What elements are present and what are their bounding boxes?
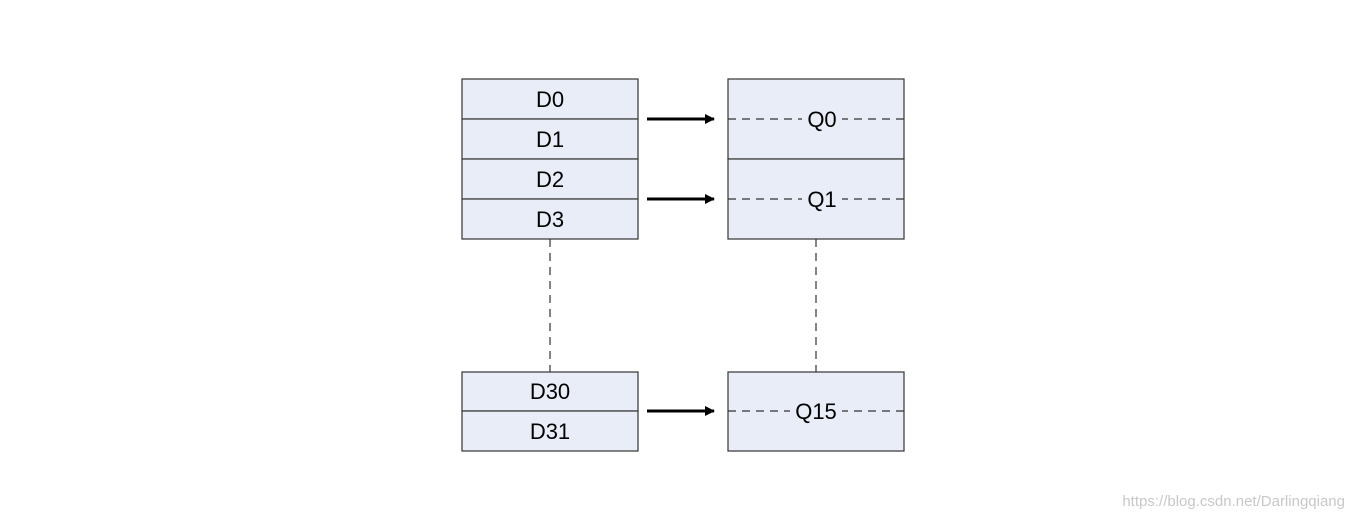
q-label-backdrop xyxy=(790,398,842,424)
q-label-backdrop xyxy=(802,106,842,132)
q-register-label: Q0 xyxy=(807,107,836,132)
d-register-cell xyxy=(461,118,639,160)
q-register-label: Q1 xyxy=(807,187,836,212)
d-register-cell xyxy=(461,198,639,240)
q-register-top-group: Q0 Q1 xyxy=(727,78,905,240)
q-label-backdrop xyxy=(802,186,842,212)
d-register-cell xyxy=(461,158,639,200)
q-register-label: Q15 xyxy=(795,399,837,424)
d-register-bottom-group: D30 D31 xyxy=(461,371,639,452)
watermark: https://blog.csdn.net/Darlingqiang xyxy=(1122,493,1345,510)
d-register-label: D31 xyxy=(530,419,570,444)
d-register-label: D3 xyxy=(536,207,564,232)
d-register-label: D0 xyxy=(536,87,564,112)
d-register-label: D1 xyxy=(536,127,564,152)
d-register-top-group: D0 D1 D2 D3 xyxy=(461,78,639,240)
q-register-bottom-group: Q15 xyxy=(727,371,905,452)
d-register-cell xyxy=(461,78,639,120)
d-register-label: D30 xyxy=(530,379,570,404)
d-register-label: D2 xyxy=(536,167,564,192)
d-register-cell xyxy=(461,410,639,452)
